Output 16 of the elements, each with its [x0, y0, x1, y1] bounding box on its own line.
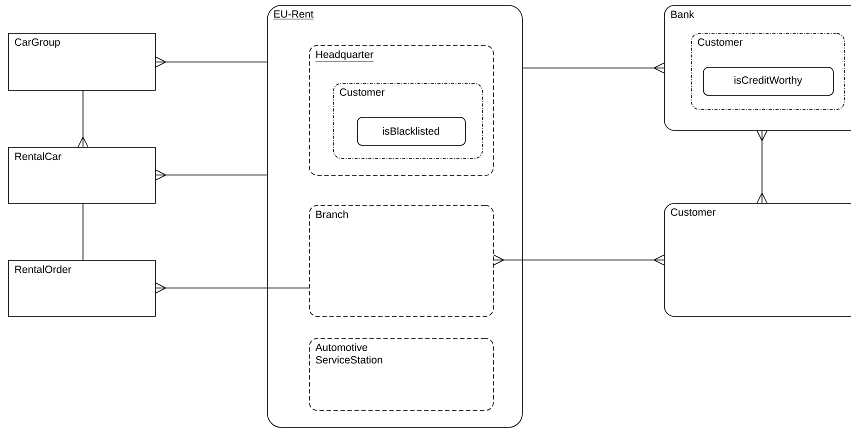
entity-box: Customer — [664, 203, 851, 317]
connector — [756, 130, 768, 204]
attribute-box: isBlacklisted — [357, 117, 466, 146]
entity-box: RentalOrder — [8, 260, 156, 317]
connector — [493, 254, 664, 266]
connector — [82, 203, 84, 260]
entity-box: RentalCar — [8, 147, 156, 204]
connector — [155, 282, 310, 294]
dashed-box: Branch — [309, 205, 494, 317]
connector — [155, 170, 268, 180]
dashed-box: Automotive ServiceStation — [309, 338, 494, 411]
attribute-box: isCreditWorthy — [703, 67, 834, 96]
entity-box: CarGroup — [8, 33, 156, 91]
connector — [155, 56, 268, 68]
connector — [522, 62, 664, 74]
connector — [78, 90, 88, 148]
